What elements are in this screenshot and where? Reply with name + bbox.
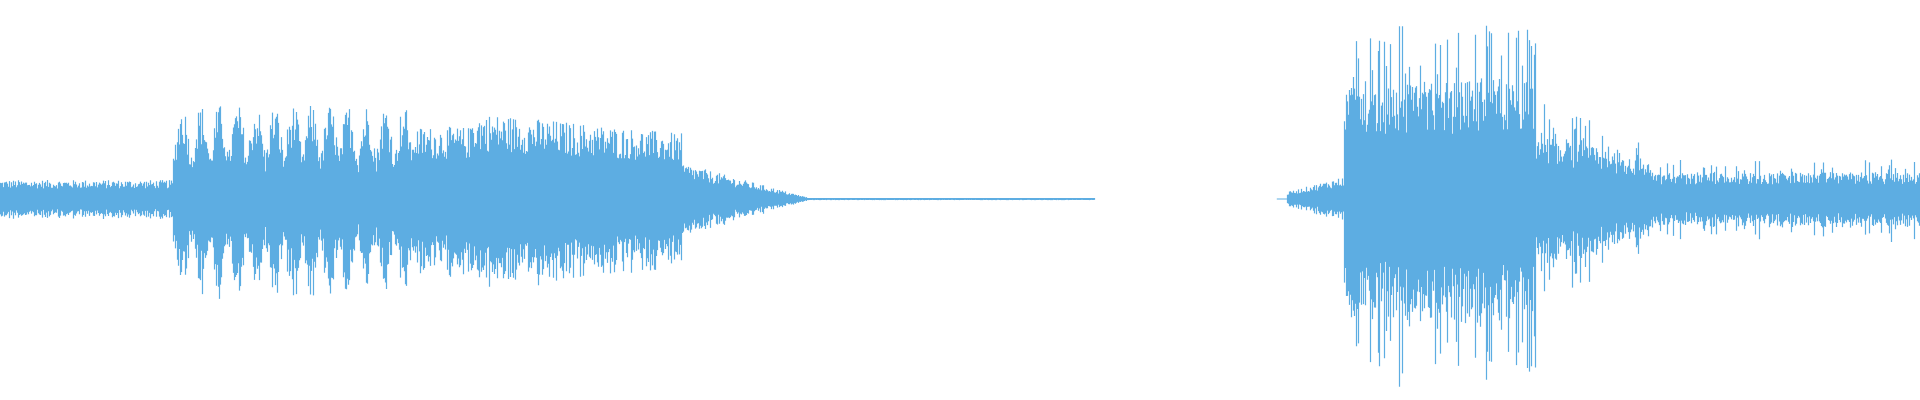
waveform-samples: [0, 25, 1920, 387]
waveform-path: [0, 25, 1920, 387]
